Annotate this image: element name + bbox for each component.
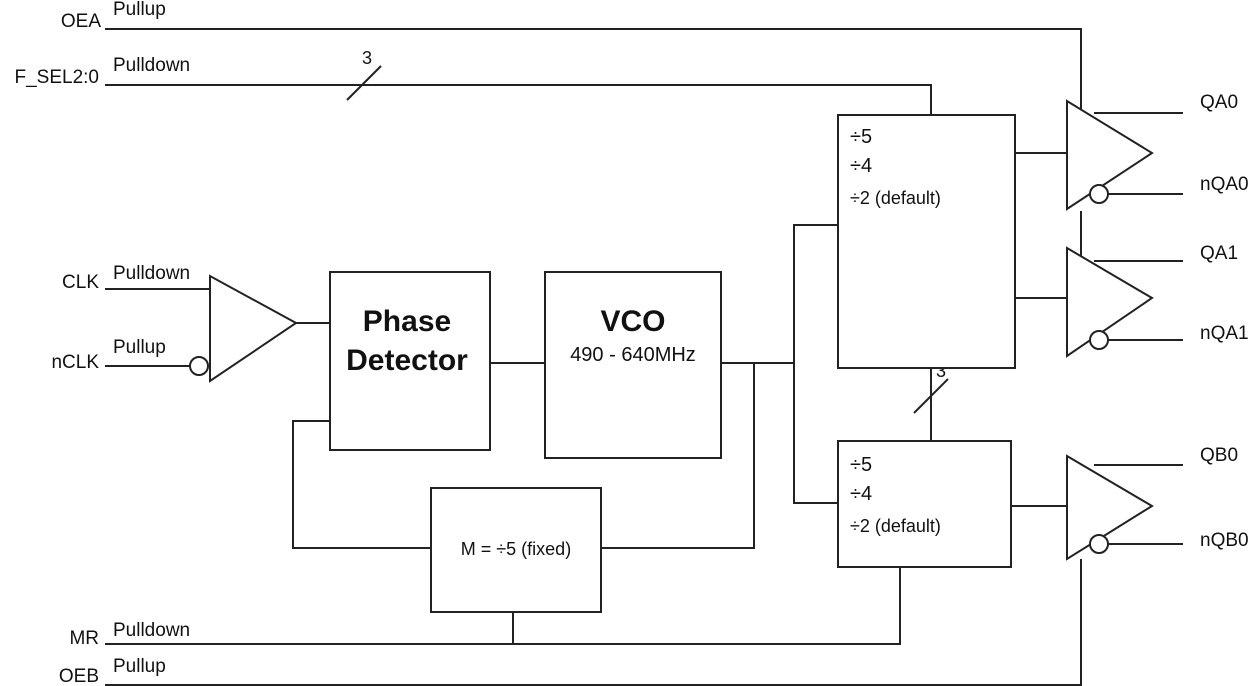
divider-bus-slash	[913, 378, 949, 414]
clk-pin-label: CLK	[62, 272, 99, 293]
phase-detector-label-line1: Phase	[363, 305, 451, 338]
qb0-output-label: QB0	[1200, 445, 1238, 466]
qa1-output-buffer	[1066, 246, 1154, 358]
oea-pin-label: OEA	[61, 11, 101, 32]
divider-b-option-div5: ÷5	[850, 454, 872, 476]
nqb0-inversion-bubble	[1089, 534, 1109, 554]
divider-b-option-div2-default: ÷2 (default)	[850, 516, 941, 536]
phase-detector-label-line2: Detector	[346, 344, 468, 377]
vco-frequency-range: 490 - 640MHz	[570, 344, 696, 366]
nclk-pullup-label: Pullup	[113, 337, 166, 358]
fsel-bus-width-label: 3	[362, 48, 372, 68]
oea-wire	[105, 28, 1082, 110]
feedback-to-pd-wire	[292, 420, 431, 549]
vco-block	[544, 271, 722, 459]
clk-pulldown-label: Pulldown	[113, 263, 190, 284]
oeb-pullup-label: Pullup	[113, 656, 166, 677]
qa0-output-label: QA0	[1200, 92, 1238, 113]
vco-feedback-wire	[601, 363, 755, 549]
vco-to-dividers-wire	[793, 224, 838, 504]
mr-wire	[105, 567, 901, 645]
oeb-wire	[105, 559, 1082, 686]
fsel-pin-label: F_SEL2:0	[15, 67, 100, 88]
fsel-pulldown-label: Pulldown	[113, 55, 190, 76]
mr-pulldown-label: Pulldown	[113, 620, 190, 641]
fsel-bus-wire	[105, 84, 932, 115]
divider-a-option-div5: ÷5	[850, 126, 872, 148]
oeb-pin-label: OEB	[59, 666, 99, 686]
feedback-divider-label: M = ÷5 (fixed)	[461, 539, 571, 559]
qb0-output-buffer	[1066, 454, 1154, 561]
nqa0-output-label: nQA0	[1200, 174, 1249, 195]
mr-pin-label: MR	[69, 628, 99, 649]
input-buffer-triangle	[209, 274, 298, 383]
qa0-output-buffer	[1066, 99, 1154, 211]
nqa1-output-label: nQA1	[1200, 323, 1249, 344]
divider-a-option-div4: ÷4	[850, 155, 872, 177]
nqa1-inversion-bubble	[1089, 330, 1109, 350]
divider-a-block	[837, 114, 1016, 369]
divider-a-option-div2-default: ÷2 (default)	[850, 188, 941, 208]
oea-pullup-label: Pullup	[113, 0, 166, 20]
fsel-bus-slash	[346, 65, 382, 101]
qa1-output-label: QA1	[1200, 243, 1238, 264]
vco-title: VCO	[600, 305, 665, 338]
nclk-inversion-bubble	[189, 356, 209, 376]
divider-b-block	[837, 440, 1012, 568]
nclk-pin-label: nCLK	[51, 352, 99, 373]
divider-bus-width-label: 3	[936, 361, 946, 381]
feedback-divider-block	[430, 487, 602, 613]
nqa0-inversion-bubble	[1089, 184, 1109, 204]
nqb0-output-label: nQB0	[1200, 530, 1249, 551]
phase-detector-block	[329, 271, 491, 451]
divider-b-option-div4: ÷4	[850, 483, 872, 505]
